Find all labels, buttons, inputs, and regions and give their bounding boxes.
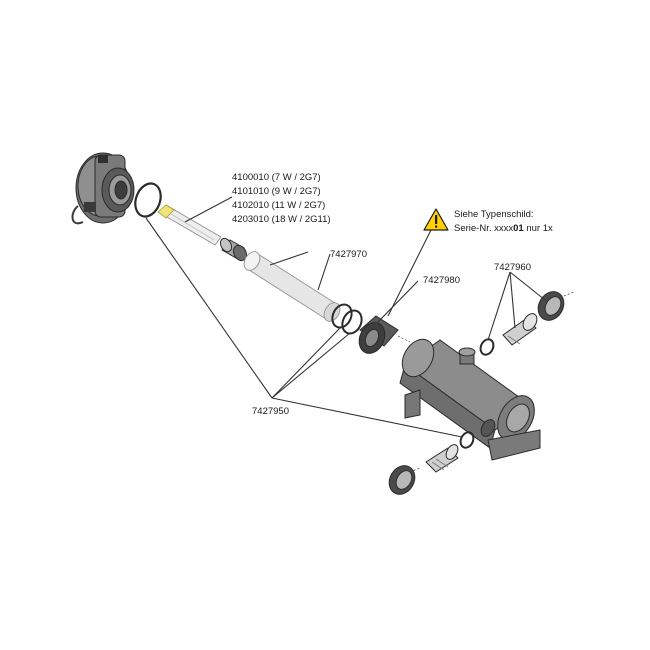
warning-line-1: Siehe Typenschild: [454, 209, 534, 220]
outlet-nozzle [425, 444, 459, 473]
leader-holder [377, 280, 419, 323]
leader-right-a [487, 271, 511, 341]
end-cap [219, 237, 248, 262]
o-ring-3 [341, 309, 363, 335]
warning-line-2-suffix: nur 1x [524, 223, 553, 234]
axis-dash-3 [563, 291, 575, 297]
warning-line-2-bold: 01 [513, 223, 524, 234]
leader-oring-a [145, 217, 273, 399]
label-right-connector: 7427960 [494, 262, 531, 273]
leader-lamp [184, 196, 233, 223]
label-lamp-holder: 7427980 [423, 275, 460, 286]
leader-oring-d [271, 397, 463, 438]
leader-warning [387, 223, 435, 317]
label-glass-tube: 7427970 [330, 249, 367, 260]
ballast-motor-unit [71, 152, 135, 225]
quartz-glass-tube [243, 251, 341, 322]
lamp-variant-1: 4100010 (7 W / 2G7) [232, 172, 321, 183]
o-ring-5 [479, 338, 495, 356]
lamp-variant-4: 4203010 (18 W / 2G11) [232, 214, 331, 225]
uv-lamp [157, 204, 222, 246]
leader-right-c [509, 271, 546, 301]
lamp-variant-2: 4101010 (9 W / 2G7) [232, 186, 321, 197]
leader-oring-b [271, 326, 342, 399]
inlet-nozzle [502, 313, 538, 346]
lamp-holder [358, 315, 399, 354]
inlet-nut [537, 291, 565, 321]
axis-dash-1 [397, 335, 411, 343]
warning-line-2-prefix: Serie-Nr. xxxx [454, 223, 513, 234]
warning-line-2: Serie-Nr. xxxx01 nur 1x [454, 223, 553, 234]
leader-right-b [509, 271, 516, 329]
label-o-rings: 7427950 [252, 406, 289, 417]
uv-reactor-housing [399, 338, 541, 461]
leader-tube-b [317, 253, 331, 291]
lamp-variant-3: 4102010 (11 W / 2G7) [232, 200, 325, 211]
warning-triangle-icon [423, 208, 449, 231]
outlet-nut [388, 465, 416, 495]
o-ring-2 [331, 303, 353, 329]
leader-tube-a [269, 251, 309, 266]
o-ring-1 [134, 182, 162, 218]
leader-oring-c [271, 332, 351, 399]
